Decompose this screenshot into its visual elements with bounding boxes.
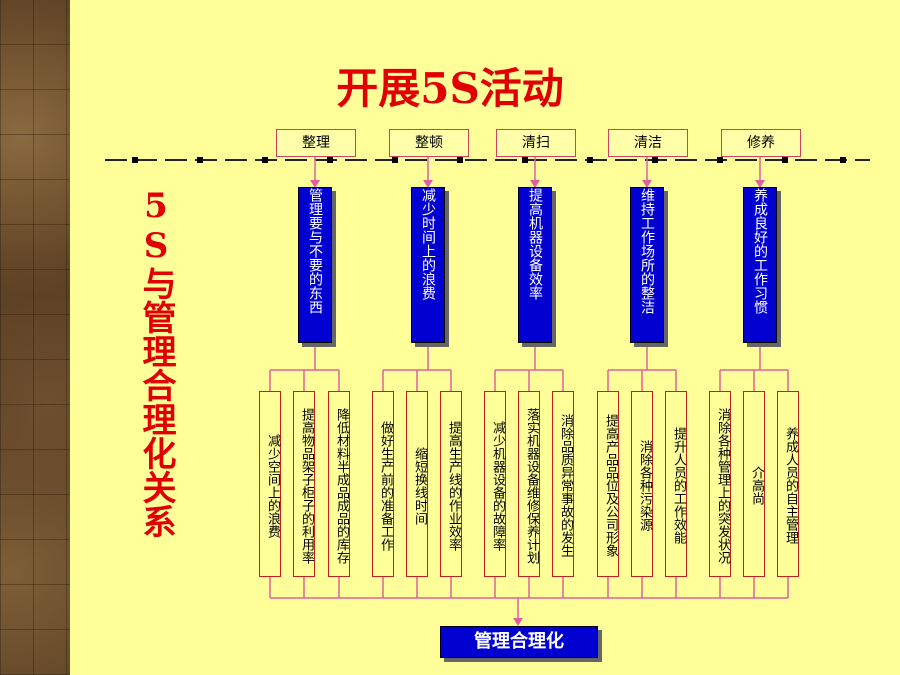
item-box: 做好生产前的准备工作 bbox=[372, 391, 394, 577]
goal-box-seiketsu: 维持工作场所的整洁 bbox=[630, 187, 664, 343]
goal-box-seiton: 减少时间上的浪费 bbox=[411, 187, 445, 343]
item-box: 减少机器设备的故障率 bbox=[484, 391, 506, 577]
item-box: 提高产品品位及公司形象 bbox=[597, 391, 619, 577]
goal-box-shitsuke: 养成良好的工作习惯 bbox=[743, 187, 777, 343]
step-label-seiton: 整顿 bbox=[389, 129, 469, 157]
item-box: 减少空间上的浪费 bbox=[259, 391, 281, 577]
item-box: 养成人员的自主管理 bbox=[777, 391, 799, 577]
item-box: 缩短换线时间 bbox=[406, 391, 428, 577]
item-box: 落实机器设备维修保养计划 bbox=[518, 391, 540, 577]
item-box: 消除各种污染源 bbox=[631, 391, 653, 577]
result-box: 管理合理化 bbox=[440, 626, 598, 658]
item-box: 介高尚 bbox=[743, 391, 765, 577]
item-box: 提升人员的工作效能 bbox=[665, 391, 687, 577]
side-title: 5S与管理合理化关系 bbox=[136, 186, 176, 538]
page-title: 开展5S活动 bbox=[336, 64, 564, 113]
item-box: 提高生产线的作业效率 bbox=[440, 391, 462, 577]
item-box: 消除品质异常事故的发生 bbox=[552, 391, 574, 577]
step-label-shitsuke: 修养 bbox=[721, 129, 801, 157]
goal-box-seiri: 管理要与不要的东西 bbox=[298, 187, 332, 343]
item-box: 提高物品架子柜子的利用率 bbox=[293, 391, 315, 577]
step-label-seiso: 清扫 bbox=[496, 129, 576, 157]
item-box: 降低材料半成品成品的库存 bbox=[328, 391, 350, 577]
item-box: 消除各种管理上的突发状况 bbox=[709, 391, 731, 577]
step-label-seiketsu: 清洁 bbox=[608, 129, 688, 157]
step-label-seiri: 整理 bbox=[276, 129, 356, 157]
decorative-sidebar bbox=[0, 0, 70, 675]
goal-box-seiso: 提高机器设备效率 bbox=[518, 187, 552, 343]
